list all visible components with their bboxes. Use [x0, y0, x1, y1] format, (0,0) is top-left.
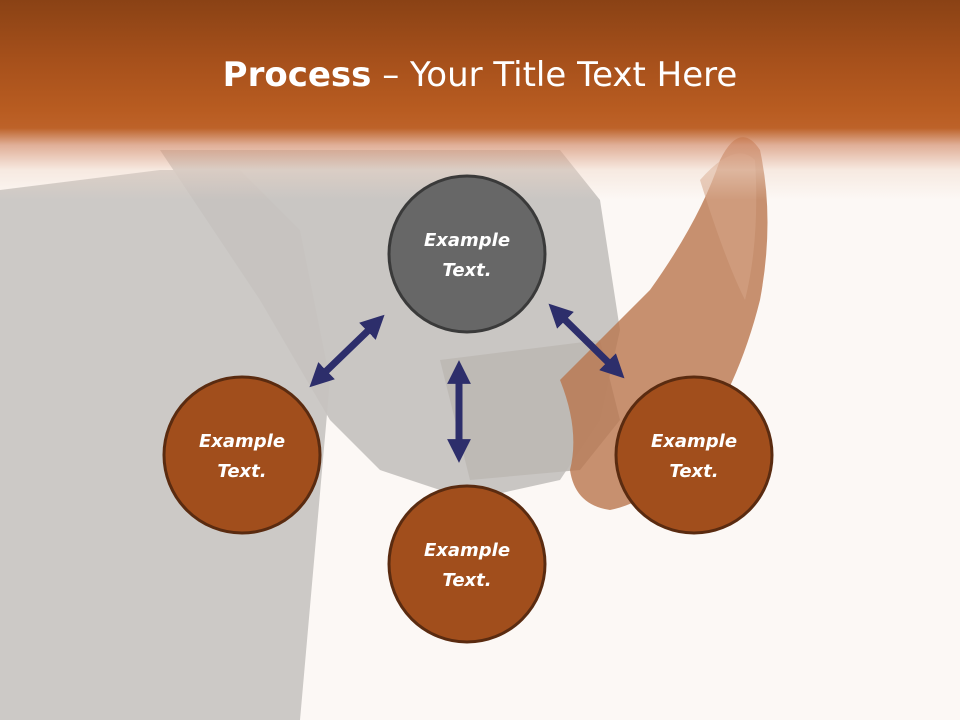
node-bottom-line2: Text. [442, 570, 491, 591]
header-band [0, 0, 960, 200]
title-rest: Your Title Text Here [410, 55, 738, 95]
node-left-line1: Example [199, 431, 285, 452]
title-dash: – [371, 55, 411, 95]
node-bottom-line1: Example [424, 540, 510, 561]
node-top[interactable]: Example Text. [387, 174, 547, 334]
title-bold: Process [222, 55, 372, 95]
slide-title[interactable]: Process – Your Title Text Here [0, 50, 960, 100]
node-bottom[interactable]: Example Text. [387, 484, 547, 644]
node-right-line2: Text. [669, 461, 718, 482]
node-right-line1: Example [651, 431, 737, 452]
arrow-top-left [309, 314, 385, 388]
node-left-line2: Text. [217, 461, 266, 482]
node-top-line1: Example [424, 230, 510, 251]
node-right[interactable]: Example Text. [614, 375, 774, 535]
node-top-line2: Text. [442, 260, 491, 281]
node-left[interactable]: Example Text. [162, 375, 322, 535]
arrow-top-right [548, 303, 625, 379]
shoe [560, 137, 768, 510]
